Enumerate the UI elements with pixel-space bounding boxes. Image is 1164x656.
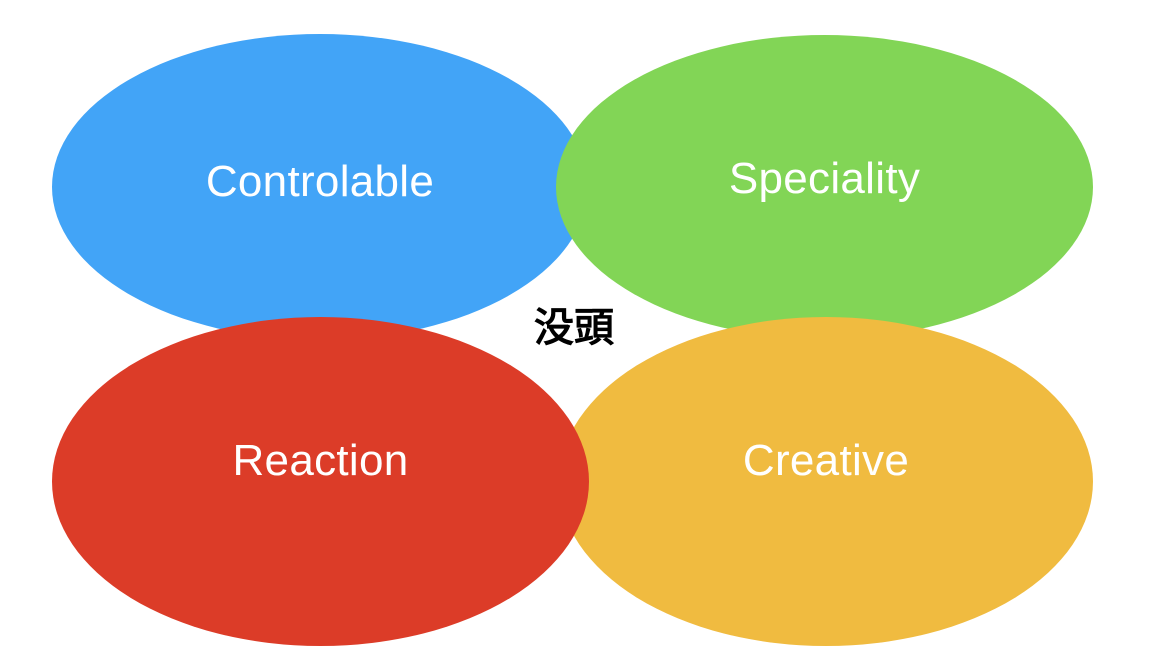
ellipse-controlable: Controlable [52, 34, 588, 340]
ellipse-label: Speciality [728, 154, 921, 203]
ellipse-creative: Creative [559, 317, 1093, 646]
ellipse-label: Reaction [232, 435, 409, 485]
ellipse-label: Creative [742, 435, 910, 485]
ellipse-label: Controlable [205, 157, 435, 206]
ellipse-reaction: Reaction [52, 317, 589, 646]
center-label: 没頭 [534, 305, 614, 351]
ellipse-speciality: Speciality [556, 35, 1093, 339]
